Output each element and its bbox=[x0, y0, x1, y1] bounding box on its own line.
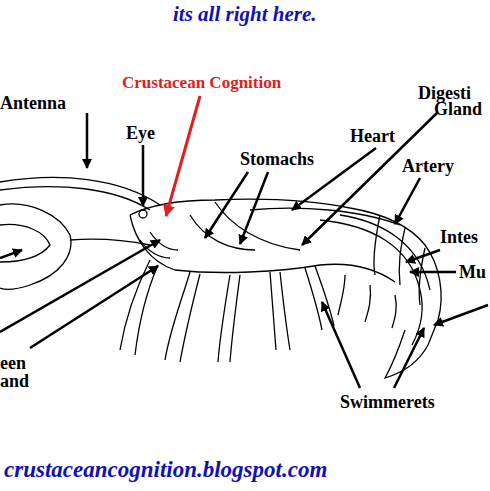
claw-outline bbox=[0, 224, 50, 262]
part-label: Gland bbox=[434, 100, 482, 118]
claw-arm bbox=[70, 239, 150, 245]
eye-circle bbox=[139, 210, 147, 218]
leader-arrows bbox=[0, 112, 488, 388]
leader-arrow bbox=[302, 112, 438, 245]
lobster-outline bbox=[0, 177, 441, 378]
leader-arrow bbox=[142, 145, 145, 206]
leader-arrow bbox=[394, 328, 424, 388]
part-label: Swimmerets bbox=[340, 393, 435, 411]
artery-line bbox=[340, 215, 430, 290]
tail-fan bbox=[385, 330, 428, 378]
leader-arrow bbox=[395, 178, 420, 224]
part-label: Mu bbox=[459, 263, 486, 281]
swimmeret bbox=[338, 275, 396, 328]
segment-line bbox=[399, 228, 405, 285]
highlight-label: Crustacean Cognition bbox=[122, 74, 281, 91]
walking-leg bbox=[120, 260, 158, 355]
leader-arrow bbox=[205, 172, 248, 238]
part-label: Antenna bbox=[0, 94, 66, 112]
part-label: Artery bbox=[402, 157, 454, 175]
part-label: een bbox=[0, 354, 26, 372]
leader-arrow bbox=[86, 113, 89, 168]
leader-arrow bbox=[322, 302, 360, 388]
segment-line bbox=[374, 215, 380, 275]
leader-arrow bbox=[434, 305, 488, 325]
leader-arrow bbox=[406, 250, 440, 262]
walking-leg bbox=[218, 275, 240, 362]
part-label: Intes bbox=[440, 228, 478, 246]
part-label: and bbox=[0, 372, 29, 390]
highlight-arrow bbox=[166, 96, 200, 216]
antenna-line bbox=[0, 177, 160, 205]
antenna-line bbox=[0, 187, 150, 210]
title-text: its all right here. bbox=[173, 4, 317, 25]
mouthpart bbox=[140, 232, 178, 258]
walking-leg bbox=[165, 272, 200, 362]
leader-arrow bbox=[410, 271, 456, 274]
walking-leg bbox=[270, 272, 290, 350]
part-label: Eye bbox=[126, 124, 155, 142]
part-label: Stomachs bbox=[240, 150, 314, 168]
body-underside bbox=[130, 215, 395, 282]
claw-outline bbox=[0, 204, 71, 289]
watermark-text: crustaceancognition.blogspot.com bbox=[4, 458, 327, 481]
leader-arrow bbox=[0, 240, 160, 332]
leader-arrow bbox=[30, 266, 158, 348]
leader-arrow bbox=[0, 250, 22, 258]
intestine-line bbox=[320, 220, 422, 345]
part-label: Heart bbox=[350, 127, 395, 145]
leader-arrow bbox=[240, 172, 268, 244]
